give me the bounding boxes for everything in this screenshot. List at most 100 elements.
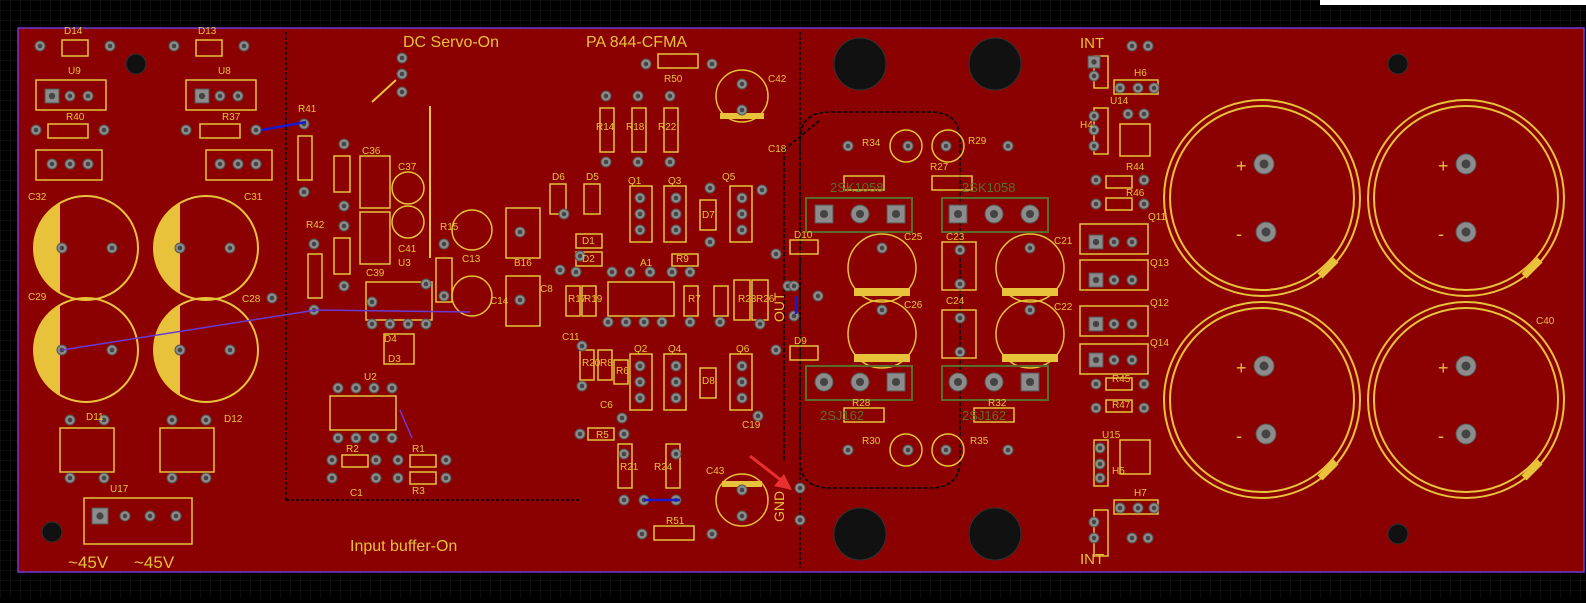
- refdes-a1[interactable]: A1: [640, 258, 653, 269]
- refdes-d12[interactable]: D12: [224, 414, 243, 425]
- refdes-r6[interactable]: R6: [616, 366, 629, 377]
- refdes-r42[interactable]: R42: [306, 220, 325, 231]
- refdes-u8[interactable]: U8: [218, 66, 231, 77]
- refdes-c32[interactable]: C32: [28, 192, 47, 203]
- refdes-q1[interactable]: Q1: [628, 176, 642, 187]
- refdes-c31[interactable]: C31: [244, 192, 263, 203]
- refdes-c40[interactable]: C40: [1536, 316, 1555, 327]
- refdes-q5[interactable]: Q5: [722, 172, 736, 183]
- refdes-q6[interactable]: Q6: [736, 344, 750, 355]
- refdes-r35[interactable]: R35: [970, 436, 989, 447]
- refdes-r29[interactable]: R29: [968, 136, 987, 147]
- refdes-c21[interactable]: C21: [1054, 236, 1073, 247]
- refdes-c18[interactable]: C18: [768, 144, 787, 155]
- refdes-d13[interactable]: D13: [198, 26, 217, 37]
- refdes-d10[interactable]: D10: [794, 230, 813, 241]
- refdes-r26[interactable]: R26: [756, 294, 775, 305]
- refdes-c37[interactable]: C37: [398, 162, 417, 173]
- refdes-c14[interactable]: C14: [490, 296, 509, 307]
- refdes-c43[interactable]: C43: [706, 466, 725, 477]
- refdes-h6[interactable]: H6: [1134, 68, 1147, 79]
- refdes-r19[interactable]: R19: [584, 294, 603, 305]
- refdes-c26[interactable]: C26: [904, 300, 923, 311]
- refdes-r34[interactable]: R34: [862, 138, 881, 149]
- refdes-d4[interactable]: D4: [384, 334, 397, 345]
- refdes-r8[interactable]: R8: [600, 358, 613, 369]
- refdes-c22[interactable]: C22: [1054, 302, 1073, 313]
- refdes-d6[interactable]: D6: [552, 172, 565, 183]
- refdes-r9[interactable]: R9: [676, 254, 689, 265]
- refdes-c28[interactable]: C28: [242, 294, 261, 305]
- refdes-c29[interactable]: C29: [28, 292, 47, 303]
- refdes-r22[interactable]: R22: [658, 122, 677, 133]
- refdes-u15[interactable]: U15: [1102, 430, 1121, 441]
- refdes-r30[interactable]: R30: [862, 436, 881, 447]
- refdes-r32[interactable]: R32: [988, 398, 1007, 409]
- refdes-q4[interactable]: Q4: [668, 344, 682, 355]
- refdes-c23[interactable]: C23: [946, 232, 965, 243]
- refdes-c6[interactable]: C6: [600, 400, 613, 411]
- refdes-u3[interactable]: U3: [398, 258, 411, 269]
- refdes-u17[interactable]: U17: [110, 484, 129, 495]
- refdes-u2[interactable]: U2: [364, 372, 377, 383]
- refdes-d5[interactable]: D5: [586, 172, 599, 183]
- refdes-r23[interactable]: R23: [738, 294, 757, 305]
- refdes-r46[interactable]: R46: [1126, 188, 1145, 199]
- refdes-u9[interactable]: U9: [68, 66, 81, 77]
- refdes-r5[interactable]: R5: [596, 430, 609, 441]
- refdes-r15[interactable]: R15: [440, 222, 459, 233]
- refdes-r14[interactable]: R14: [596, 122, 615, 133]
- refdes-r28[interactable]: R28: [852, 398, 871, 409]
- refdes-q3[interactable]: Q3: [668, 176, 682, 187]
- refdes-r40[interactable]: R40: [66, 112, 85, 123]
- refdes-r45[interactable]: R45: [1112, 374, 1131, 385]
- refdes-q2[interactable]: Q2: [634, 344, 648, 355]
- refdes-h7[interactable]: H7: [1134, 488, 1147, 499]
- refdes-d1[interactable]: D1: [582, 236, 595, 247]
- refdes-r41[interactable]: R41: [298, 104, 317, 115]
- refdes-r21[interactable]: R21: [620, 462, 639, 473]
- refdes-d2[interactable]: D2: [582, 254, 595, 265]
- refdes-r20[interactable]: R20: [582, 358, 601, 369]
- refdes-c36[interactable]: C36: [362, 146, 381, 157]
- refdes-b16[interactable]: B16: [514, 258, 532, 269]
- refdes-d14[interactable]: D14: [64, 26, 83, 37]
- refdes-q14[interactable]: Q14: [1150, 338, 1169, 349]
- refdes-c39[interactable]: C39: [366, 268, 385, 279]
- refdes-r24[interactable]: R24: [654, 462, 673, 473]
- refdes-r47[interactable]: R47: [1112, 400, 1131, 411]
- refdes-r2[interactable]: R2: [346, 444, 359, 455]
- refdes-q11[interactable]: Q11: [1148, 212, 1167, 223]
- refdes-c42[interactable]: C42: [768, 74, 787, 85]
- refdes-c8[interactable]: C8: [540, 284, 553, 295]
- refdes-h5[interactable]: H5: [1112, 466, 1125, 477]
- refdes-r17[interactable]: R17: [568, 294, 587, 305]
- refdes-d9[interactable]: D9: [794, 336, 807, 347]
- refdes-r1[interactable]: R1: [412, 444, 425, 455]
- refdes-c41[interactable]: C41: [398, 244, 417, 255]
- refdes-c19[interactable]: C19: [742, 420, 761, 431]
- refdes-r37[interactable]: R37: [222, 112, 241, 123]
- refdes-r7[interactable]: R7: [688, 294, 701, 305]
- refdes-r27[interactable]: R27: [930, 162, 949, 173]
- refdes-q12[interactable]: Q12: [1150, 298, 1169, 309]
- refdes-d11[interactable]: D11: [86, 412, 104, 423]
- refdes-r44[interactable]: R44: [1126, 162, 1145, 173]
- refdes-c11[interactable]: C11: [562, 332, 580, 343]
- refdes-r18[interactable]: R18: [626, 122, 645, 133]
- refdes-d8[interactable]: D8: [702, 376, 715, 387]
- refdes-r51[interactable]: R51: [666, 516, 685, 527]
- refdes-q13[interactable]: Q13: [1150, 258, 1169, 269]
- refdes-c25[interactable]: C25: [904, 232, 923, 243]
- refdes-h4[interactable]: H4: [1080, 120, 1093, 131]
- refdes-u14[interactable]: U14: [1110, 96, 1129, 107]
- refdes-d7[interactable]: D7: [702, 210, 715, 221]
- refdes-r3[interactable]: R3: [412, 486, 425, 497]
- refdes-c13[interactable]: C13: [462, 254, 481, 265]
- refdes-c1[interactable]: C1: [350, 488, 363, 499]
- refdes-d3[interactable]: D3: [388, 354, 401, 365]
- refdes-r50[interactable]: R50: [664, 74, 683, 85]
- refdes-c24[interactable]: C24: [946, 296, 965, 307]
